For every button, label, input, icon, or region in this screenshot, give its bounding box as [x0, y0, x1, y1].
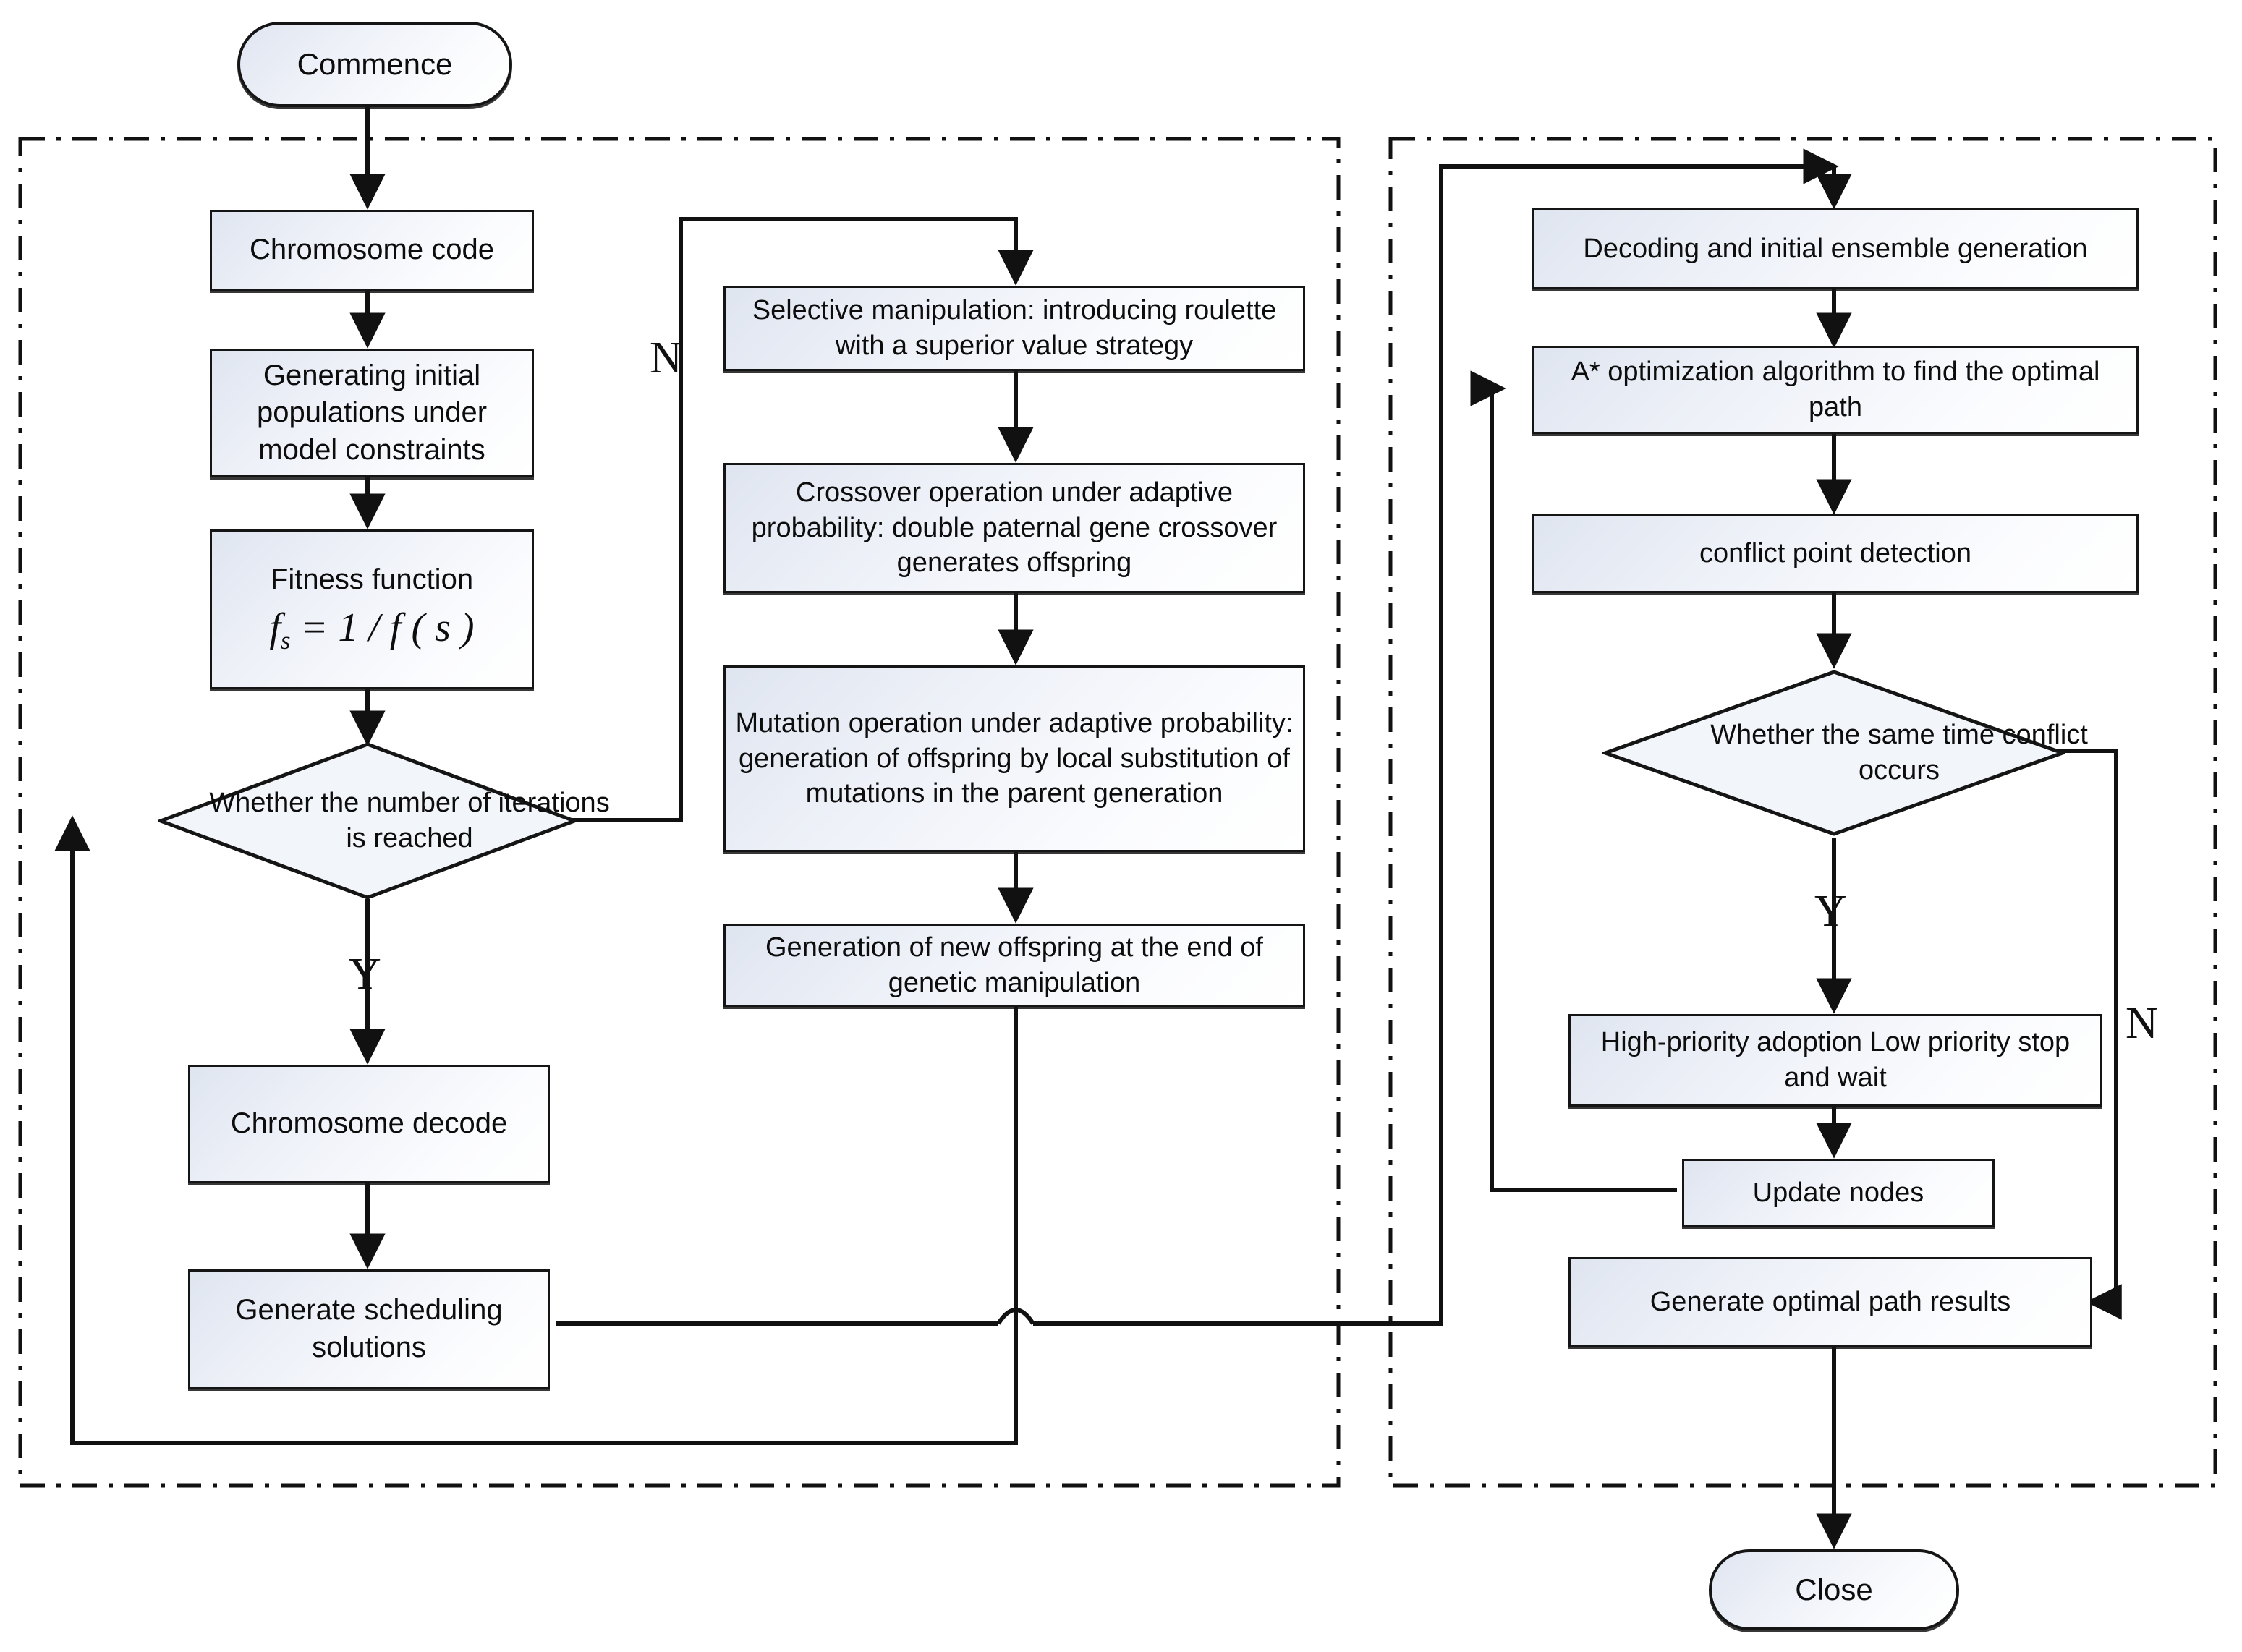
- edge-label-conflict-yes: Y: [1814, 887, 1847, 936]
- node-decoding-ensemble-label: Decoding and initial ensemble generation: [1583, 233, 2088, 264]
- diamond-shape-iterations: [155, 742, 580, 900]
- node-decoding-ensemble[interactable]: Decoding and initial ensemble generation: [1532, 208, 2139, 289]
- node-crossover-operation-label: Crossover operation under adaptive proba…: [751, 477, 1278, 579]
- edge-line-hop: [996, 1308, 1035, 1325]
- node-close-label: Close: [1795, 1572, 1873, 1607]
- node-initial-populations[interactable]: Generating initial populations under mod…: [210, 349, 534, 477]
- node-new-offspring[interactable]: Generation of new offspring at the end o…: [723, 924, 1305, 1007]
- node-priority-rule[interactable]: High-priority adoption Low priority stop…: [1568, 1014, 2102, 1107]
- node-optimal-path-results-label: Generate optimal path results: [1649, 1286, 2011, 1317]
- edge-decision-no-to-selective: [528, 217, 1034, 822]
- right-group-border: [1388, 137, 2217, 1488]
- node-astar-optimization[interactable]: A* optimization algorithm to find the op…: [1532, 346, 2139, 434]
- edge-label-iterations-yes: Y: [349, 950, 381, 999]
- node-mutation-operation-label: Mutation operation under adaptive probab…: [735, 708, 1294, 809]
- diamond-shape-conflict: [1600, 670, 2068, 836]
- node-iterations-check[interactable]: Whether the number of iterations is reac…: [155, 741, 610, 900]
- node-update-nodes[interactable]: Update nodes: [1682, 1159, 1995, 1227]
- node-fitness-formula: fs = 1 / f ( s ): [269, 605, 475, 655]
- node-commence-label: Commence: [297, 47, 453, 82]
- node-mutation-operation[interactable]: Mutation operation under adaptive probab…: [723, 665, 1305, 852]
- node-selective-manipulation-label: Selective manipulation: introducing roul…: [752, 295, 1277, 361]
- node-chromosome-code-label: Chromosome code: [250, 234, 494, 266]
- edge-label-conflict-no: N: [2126, 999, 2158, 1048]
- node-scheduling-solutions-label: Generate scheduling solutions: [235, 1294, 503, 1363]
- node-commence[interactable]: Commence: [237, 22, 512, 107]
- node-chromosome-code[interactable]: Chromosome code: [210, 210, 534, 291]
- node-conflict-detection-label: conflict point detection: [1699, 537, 1971, 569]
- node-initial-populations-label: Generating initial populations under mod…: [256, 359, 488, 466]
- node-new-offspring-label: Generation of new offspring at the end o…: [765, 932, 1263, 998]
- node-crossover-operation[interactable]: Crossover operation under adaptive proba…: [723, 463, 1305, 593]
- node-chromosome-decode-label: Chromosome decode: [230, 1107, 508, 1140]
- node-optimal-path-results[interactable]: Generate optimal path results: [1568, 1257, 2092, 1347]
- edge-scheduling-to-right-b: [1033, 148, 1839, 1326]
- node-close[interactable]: Close: [1709, 1549, 1959, 1630]
- node-conflict-detection[interactable]: conflict point detection: [1532, 514, 2139, 593]
- node-update-nodes-label: Update nodes: [1752, 1177, 1924, 1208]
- node-selective-manipulation[interactable]: Selective manipulation: introducing roul…: [723, 286, 1305, 371]
- left-group-border: [18, 137, 1341, 1488]
- node-chromosome-decode[interactable]: Chromosome decode: [188, 1065, 550, 1183]
- edge-update-to-astar-loop: [1470, 370, 1677, 1192]
- node-time-conflict-check[interactable]: Whether the same time conflict occurs: [1600, 669, 2088, 837]
- node-fitness-function[interactable]: Fitness function fs = 1 / f ( s ): [210, 529, 534, 689]
- node-scheduling-solutions[interactable]: Generate scheduling solutions: [188, 1269, 550, 1389]
- node-astar-optimization-label: A* optimization algorithm to find the op…: [1571, 357, 2100, 422]
- edge-label-iterations-no: N: [650, 333, 682, 383]
- node-fitness-function-label: Fitness function: [270, 563, 474, 596]
- edge-newoffspring-loopback: [54, 815, 1018, 1445]
- node-priority-rule-label: High-priority adoption Low priority stop…: [1600, 1027, 2071, 1093]
